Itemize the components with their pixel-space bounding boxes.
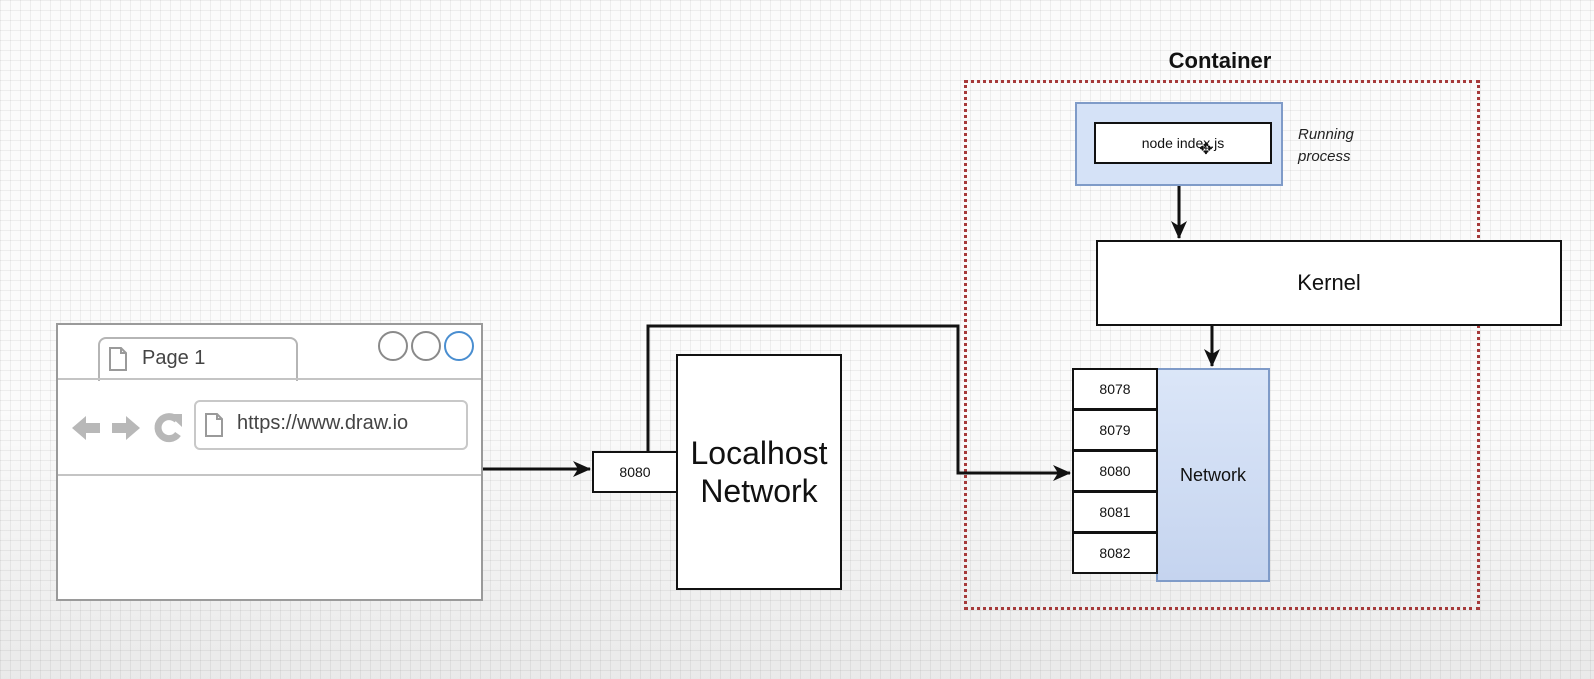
container-label: Container bbox=[1168, 48, 1272, 73]
tab-bar-divider bbox=[58, 378, 481, 380]
move-cursor-icon: ✥ bbox=[1199, 141, 1213, 158]
host-port-to-container-port-arrow bbox=[646, 324, 1071, 481]
window-control-circle-2[interactable] bbox=[411, 331, 441, 361]
process-annotation-line1: Running bbox=[1298, 126, 1354, 143]
localhost-line1: Localhost bbox=[690, 435, 828, 471]
host-port: 8080 bbox=[592, 451, 678, 493]
document-icon bbox=[109, 347, 127, 371]
browser-header-divider bbox=[58, 474, 481, 476]
url-bar[interactable] bbox=[194, 400, 468, 450]
window-control-circle-1[interactable] bbox=[378, 331, 408, 361]
localhost-line2: Network bbox=[700, 473, 818, 509]
process-annotation: Running process bbox=[1298, 124, 1408, 168]
process-command: node index.js bbox=[1094, 122, 1272, 164]
forward-arrow-icon[interactable] bbox=[112, 416, 140, 440]
port-8078: 8078 bbox=[1072, 368, 1158, 410]
port-8082: 8082 bbox=[1072, 532, 1158, 574]
document-icon bbox=[205, 413, 223, 437]
container-network-box: Network bbox=[1156, 368, 1270, 582]
container-boundary bbox=[964, 80, 1480, 610]
url-text: https://www.draw.io bbox=[237, 412, 409, 434]
tab-label: Page 1 bbox=[142, 347, 206, 369]
window-control-circle-3[interactable] bbox=[444, 331, 474, 361]
reload-icon[interactable] bbox=[154, 413, 182, 443]
back-arrow-icon[interactable] bbox=[72, 416, 100, 440]
browser-nav-icons bbox=[72, 413, 182, 443]
browser-tab[interactable] bbox=[98, 337, 298, 381]
port-8081: 8081 bbox=[1072, 491, 1158, 533]
kernel-box: Kernel bbox=[1096, 240, 1562, 326]
process-annotation-line2: process bbox=[1298, 148, 1351, 165]
